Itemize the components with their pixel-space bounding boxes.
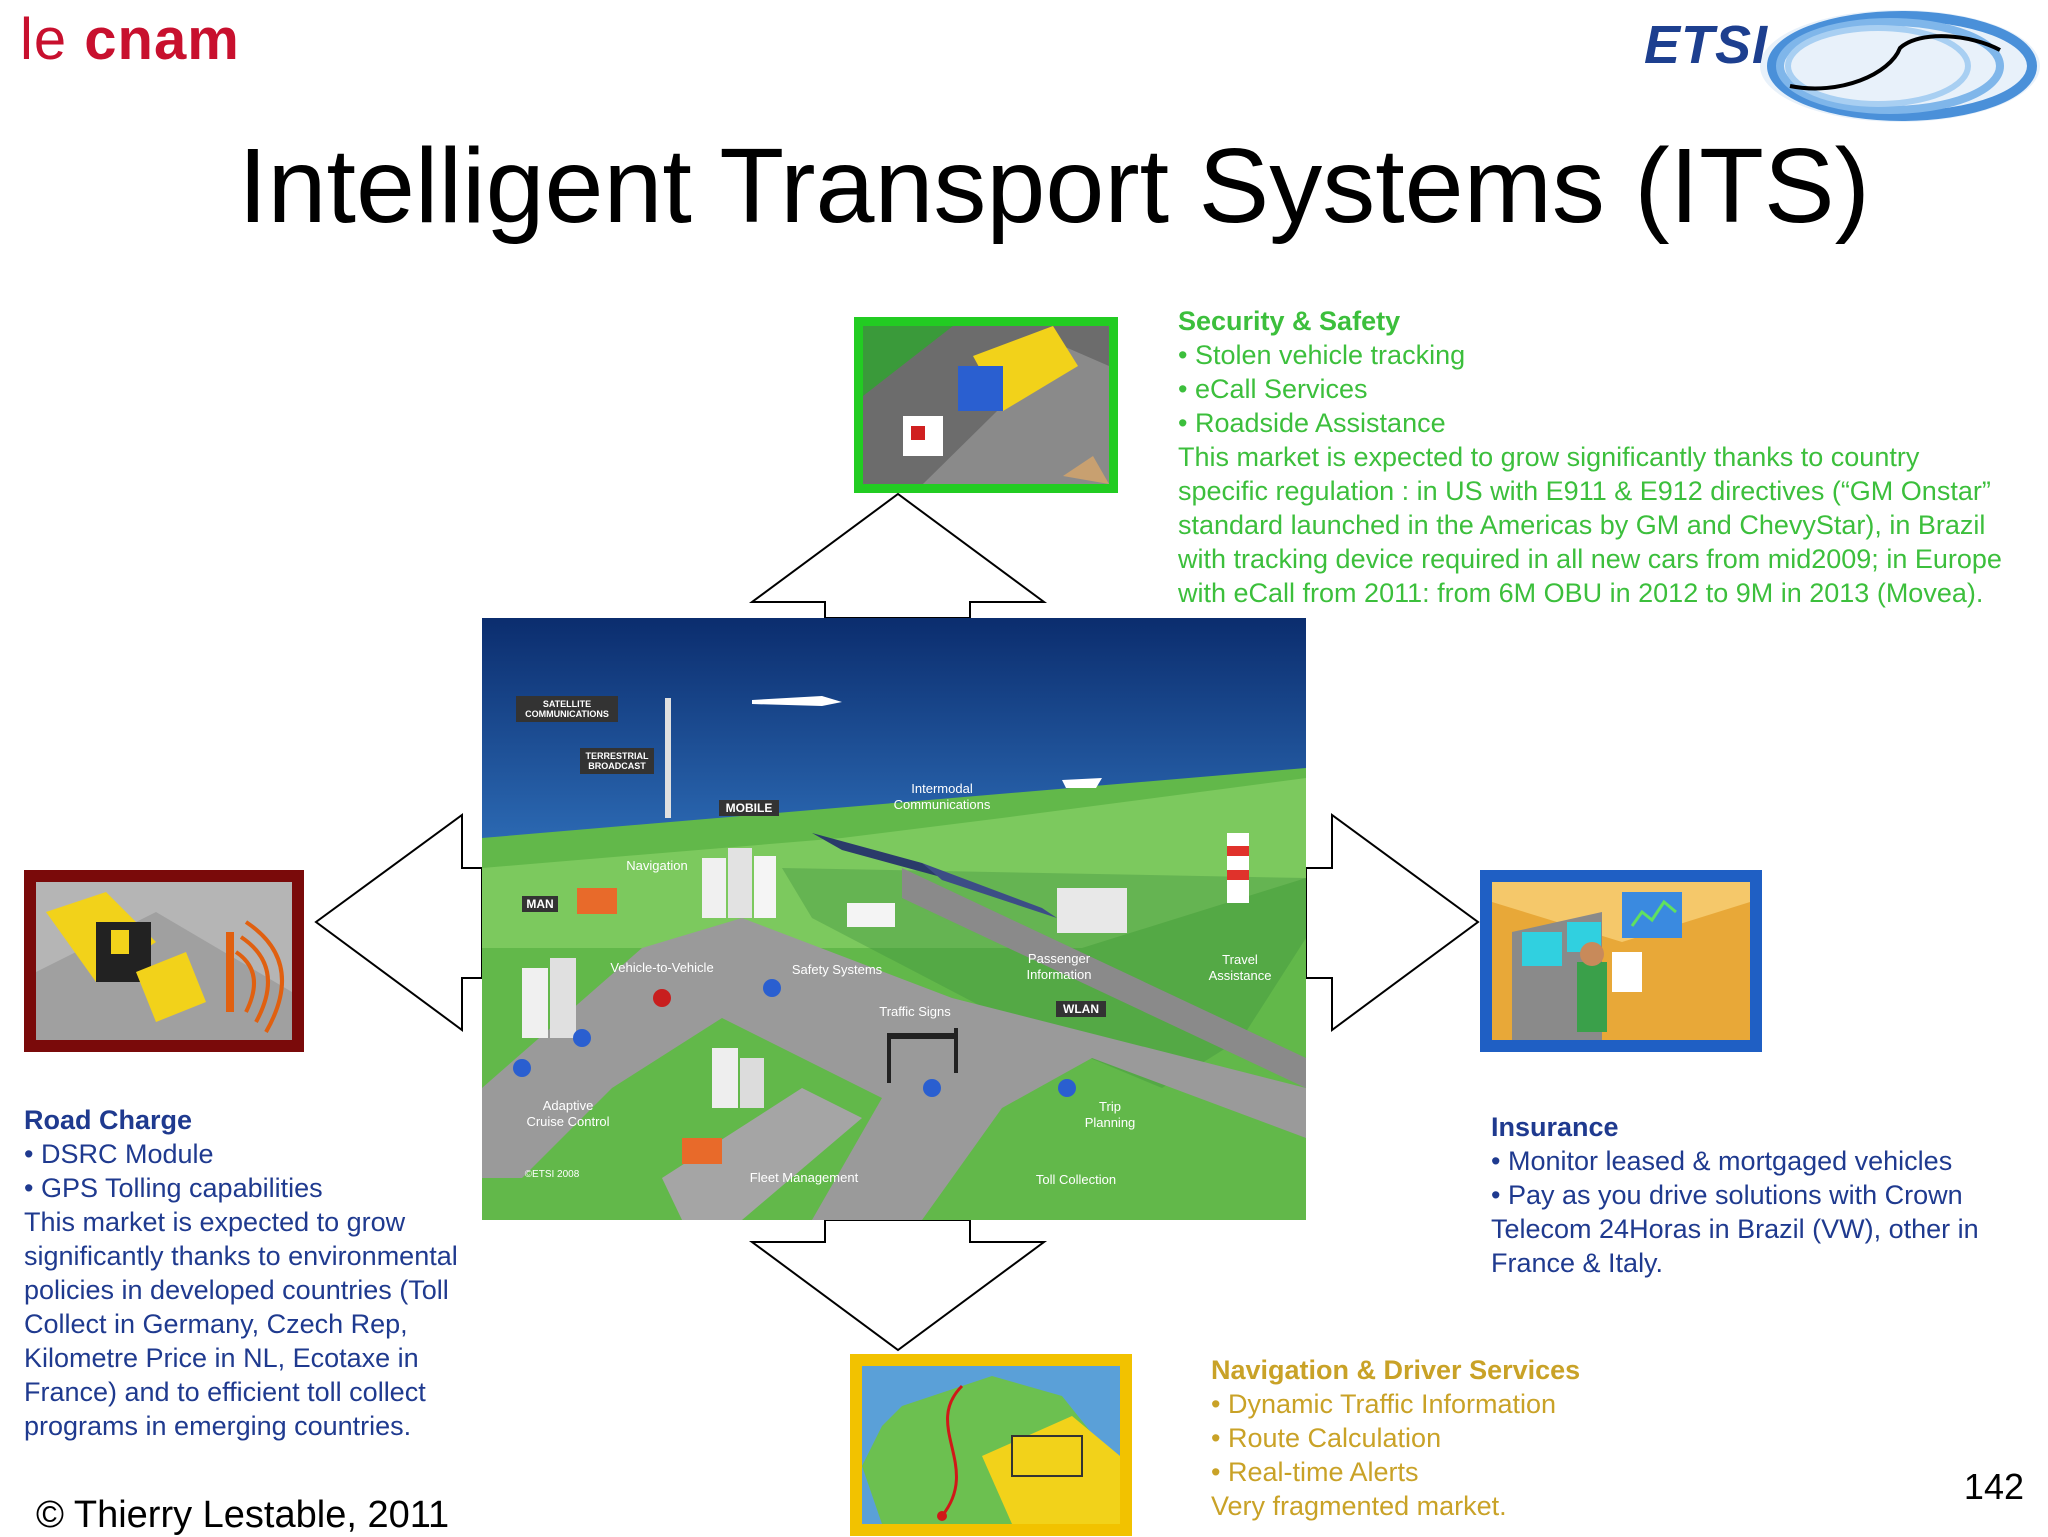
navigation-bullet: • Dynamic Traffic Information (1211, 1389, 1557, 1419)
label-wlan: WLAN (1063, 1002, 1099, 1016)
label-terrestrial-2: BROADCAST (588, 761, 646, 771)
road-charge-heading: Road Charge (24, 1105, 193, 1135)
road-charge-body-line: This market is expected to grow (24, 1207, 406, 1237)
its-diagram-illustration: SATELLITE COMMUNICATIONS TERRESTRIAL BRO… (482, 618, 1306, 1220)
cnam-logo-le: le (20, 7, 85, 72)
label-passenger-1: Passenger (1028, 951, 1091, 966)
etsi-logo: ETSI (1640, 0, 2048, 124)
navigation-bullet: • Real-time Alerts (1211, 1457, 1419, 1487)
road-charge-thumbnail (24, 870, 304, 1052)
security-body-line: specific regulation : in US with E911 & … (1178, 476, 1991, 506)
label-traffic-signs: Traffic Signs (879, 1004, 951, 1019)
security-thumbnail (854, 317, 1118, 493)
road-charge-body-line: Kilometre Price in NL, Ecotaxe in (24, 1343, 419, 1373)
insurance-body-line: Telecom 24Horas in Brazil (VW), other in (1491, 1214, 1979, 1244)
label-man: MAN (526, 897, 553, 911)
security-bullet: • Stolen vehicle tracking (1178, 340, 1466, 370)
arrow-up (748, 492, 1048, 619)
security-heading: Security & Safety (1178, 306, 1401, 336)
security-safety-block: Security & Safety • Stolen vehicle track… (1178, 304, 2002, 610)
etsi-logo-graphic (1760, 10, 2040, 122)
navigation-thumbnail (850, 1354, 1132, 1536)
label-safety-systems: Safety Systems (792, 962, 883, 977)
cnam-logo: le cnam (20, 6, 240, 73)
road-charge-body-line: significantly thanks to environmental (24, 1241, 458, 1271)
label-intermodal-1: Intermodal (911, 781, 973, 796)
security-body-line: This market is expected to grow signific… (1178, 442, 1920, 472)
label-adaptive-1: Adaptive (543, 1098, 594, 1113)
label-toll-collection: Toll Collection (1036, 1172, 1116, 1187)
label-satellite-2: COMMUNICATIONS (525, 709, 609, 719)
label-mobile: MOBILE (726, 801, 773, 815)
insurance-bullet: • Monitor leased & mortgaged vehicles (1491, 1146, 1953, 1176)
copyright-notice: © Thierry Lestable, 2011 (36, 1494, 450, 1536)
label-intermodal-2: Communications (894, 797, 991, 812)
security-body-line: with eCall from 2011: from 6M OBU in 201… (1178, 578, 1984, 608)
label-travel-2: Assistance (1209, 968, 1272, 983)
security-body-line: with tracking device required in all new… (1178, 544, 2002, 574)
navigation-illustration (862, 1366, 1120, 1524)
road-charge-bullet: • DSRC Module (24, 1139, 214, 1169)
etsi-logo-text: ETSI (1644, 15, 1769, 75)
insurance-body-line: France & Italy. (1491, 1248, 1664, 1278)
label-adaptive-2: Cruise Control (526, 1114, 609, 1129)
page-title: Intelligent Transport Systems (ITS) (238, 127, 1870, 245)
road-charge-bullet: • GPS Tolling capabilities (24, 1173, 323, 1203)
label-terrestrial-1: TERRESTRIAL (586, 751, 650, 761)
label-satellite-1: SATELLITE (543, 699, 591, 709)
insurance-block: Insurance • Monitor leased & mortgaged v… (1491, 1110, 1979, 1280)
label-fleet-management: Fleet Management (750, 1170, 859, 1185)
insurance-heading: Insurance (1491, 1112, 1619, 1142)
arrow-left (314, 813, 483, 1032)
security-body-line: standard launched in the Americas by GM … (1178, 510, 1986, 540)
label-navigation: Navigation (626, 858, 687, 873)
label-trip-2: Planning (1085, 1115, 1136, 1130)
road-charge-body-line: Collect in Germany, Czech Rep, (24, 1309, 408, 1339)
road-charge-block: Road Charge • DSRC Module • GPS Tolling … (24, 1103, 458, 1443)
label-travel-1: Travel (1222, 952, 1258, 967)
road-charge-body-line: programs in emerging countries. (24, 1411, 412, 1441)
label-passenger-2: Information (1026, 967, 1091, 982)
navigation-heading: Navigation & Driver Services (1211, 1355, 1581, 1385)
insurance-thumbnail (1480, 870, 1762, 1052)
navigation-bullet: • Route Calculation (1211, 1423, 1442, 1453)
label-vehicle-to-vehicle: Vehicle-to-Vehicle (610, 960, 713, 975)
road-charge-body-line: France) and to efficient toll collect (24, 1377, 426, 1407)
security-illustration (863, 326, 1109, 484)
page-number: 142 (1963, 1466, 2024, 1507)
insurance-bullet: • Pay as you drive solutions with Crown (1491, 1180, 1963, 1210)
security-bullet: • eCall Services (1178, 374, 1368, 404)
navigation-block: Navigation & Driver Services • Dynamic T… (1211, 1353, 1580, 1523)
road-charge-illustration (36, 882, 292, 1040)
road-charge-body-line: policies in developed countries (Toll (24, 1275, 449, 1305)
label-etsi-copyright: ©ETSI 2008 (525, 1169, 580, 1180)
arrow-right (1305, 813, 1480, 1032)
navigation-body-line: Very fragmented market. (1211, 1491, 1507, 1521)
its-diagram: SATELLITE COMMUNICATIONS TERRESTRIAL BRO… (482, 618, 1306, 1220)
cnam-logo-cnam: cnam (84, 7, 240, 72)
arrow-down (748, 1219, 1048, 1352)
label-trip-1: Trip (1099, 1099, 1121, 1114)
security-bullet: • Roadside Assistance (1178, 408, 1446, 438)
insurance-illustration (1492, 882, 1750, 1040)
